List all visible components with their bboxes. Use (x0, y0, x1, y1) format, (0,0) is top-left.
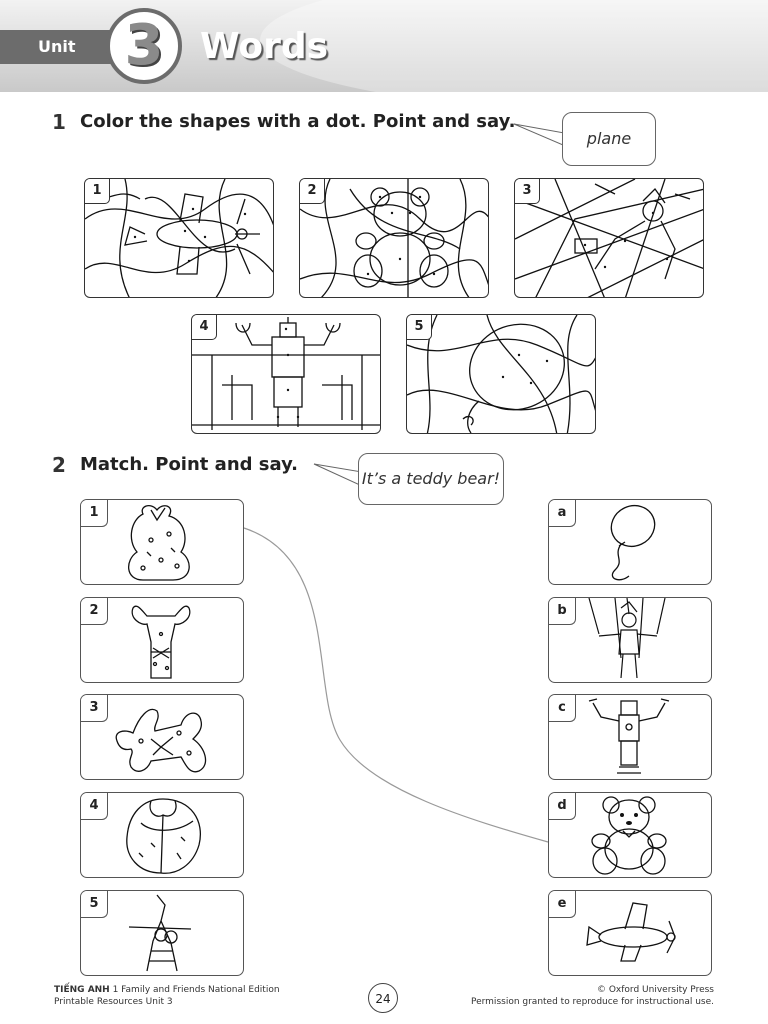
puppet-puzzle-icon (515, 179, 703, 297)
match-label: e (549, 891, 576, 918)
match-label: 5 (81, 891, 108, 918)
match-label: 2 (81, 598, 108, 625)
footer-brand: TIẾNG ANH (54, 985, 110, 995)
match-label: a (549, 500, 576, 527)
footer-left: TIẾNG ANH 1 Family and Friends National … (54, 984, 280, 1008)
match-box-5[interactable]: 5 (80, 890, 244, 976)
speech-bubble-teddy: It’s a teddy bear! (358, 453, 504, 505)
match-box-3[interactable]: 3 (80, 694, 244, 780)
match-box-1[interactable]: 1 (80, 499, 244, 585)
panel-number: 4 (192, 315, 217, 340)
puzzle-panel-5[interactable]: 5 (406, 314, 596, 434)
puzzle-panel-3[interactable]: 3 (514, 178, 704, 298)
match-label: b (549, 598, 576, 625)
panel-number: 1 (85, 179, 110, 204)
match-box-d[interactable]: d (548, 792, 712, 878)
teddy-bear-icon (591, 796, 667, 875)
header-swoosh (260, 0, 768, 92)
robot-icon (588, 698, 670, 774)
footer-permission: Permission granted to reproduce for inst… (470, 997, 714, 1007)
wrapped-teddy-bear-icon (128, 504, 190, 581)
match-box-a[interactable]: a (548, 499, 712, 585)
puzzle-panel-1[interactable]: 1 (84, 178, 274, 298)
wrapped-puppet-icon (128, 894, 192, 972)
exercise-1-number: 1 (52, 110, 66, 134)
match-box-e[interactable]: e (548, 890, 712, 976)
wrapped-balloon-icon (126, 798, 201, 874)
match-box-2[interactable]: 2 (80, 597, 244, 683)
footer-right: © Oxford University Press Permission gra… (471, 984, 714, 1008)
unit-badge (106, 8, 182, 84)
unit-label: Unit (38, 37, 76, 56)
match-label: 3 (81, 695, 108, 722)
panel-number: 2 (300, 179, 325, 204)
puzzle-panel-2[interactable]: 2 (299, 178, 489, 298)
plane-puzzle-icon (85, 179, 273, 297)
teddy-bear-puzzle-icon (300, 179, 488, 297)
exercise-2-number: 2 (52, 453, 66, 477)
exercise-2-instruction: Match. Point and say. (80, 454, 299, 475)
balloon-icon (610, 504, 656, 581)
footer-publisher: © Oxford University Press (596, 985, 714, 995)
unit-number: 3 (124, 13, 164, 78)
plane-icon (586, 902, 676, 962)
match-box-b[interactable]: b (548, 597, 712, 683)
page-number: 24 (368, 983, 398, 1013)
robot-puzzle-icon (192, 317, 380, 430)
balloon-puzzle-icon (407, 315, 595, 433)
match-label: 1 (81, 500, 108, 527)
puppet-icon (588, 598, 666, 679)
footer-book: 1 Family and Friends National Edition (112, 985, 280, 995)
match-label: c (549, 695, 576, 722)
match-box-4[interactable]: 4 (80, 792, 244, 878)
panel-number: 3 (515, 179, 540, 204)
wrapped-plane-icon (115, 708, 207, 773)
match-label: d (549, 793, 576, 820)
puzzle-panel-4[interactable]: 4 (191, 314, 381, 434)
match-box-c[interactable]: c (548, 694, 712, 780)
page-title: Words (200, 26, 329, 67)
wrapped-robot-icon (131, 605, 191, 679)
match-label: 4 (81, 793, 108, 820)
speech-bubble-plane: plane (562, 112, 656, 166)
exercise-1-instruction: Color the shapes with a dot. Point and s… (80, 111, 516, 132)
panel-number: 5 (407, 315, 432, 340)
footer-resource: Printable Resources Unit 3 (54, 997, 173, 1007)
